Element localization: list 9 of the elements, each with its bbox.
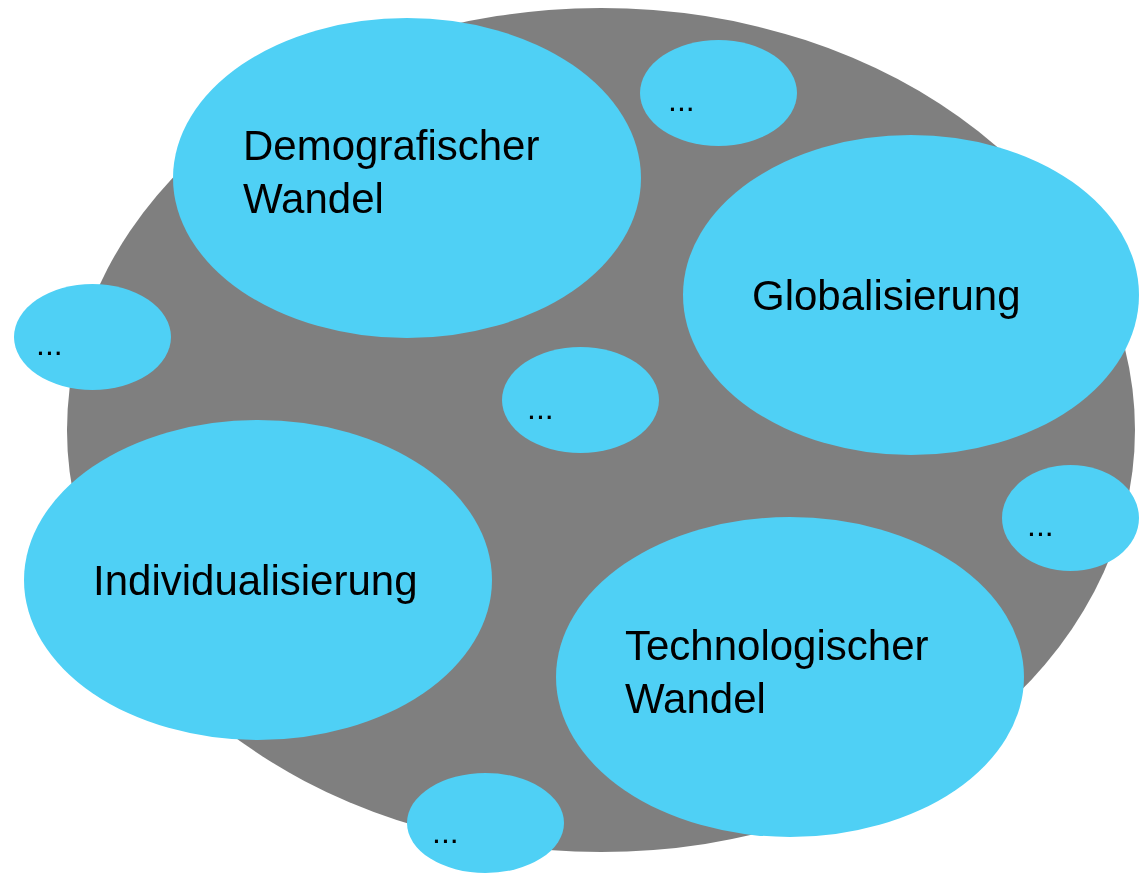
bubble-label: ...: [1027, 506, 1055, 545]
bubble-label: Demografischer Wandel: [243, 121, 541, 224]
bubble-label: Technologischer Wandel: [625, 621, 930, 724]
bubble-label: ...: [432, 813, 460, 852]
bubble-label: Globalisierung: [752, 271, 1022, 321]
bubble-label: ...: [527, 389, 555, 428]
bubble-label: Individualisierung: [93, 556, 419, 606]
bubble-label: ...: [36, 325, 64, 364]
bubble-label: ...: [668, 81, 696, 120]
